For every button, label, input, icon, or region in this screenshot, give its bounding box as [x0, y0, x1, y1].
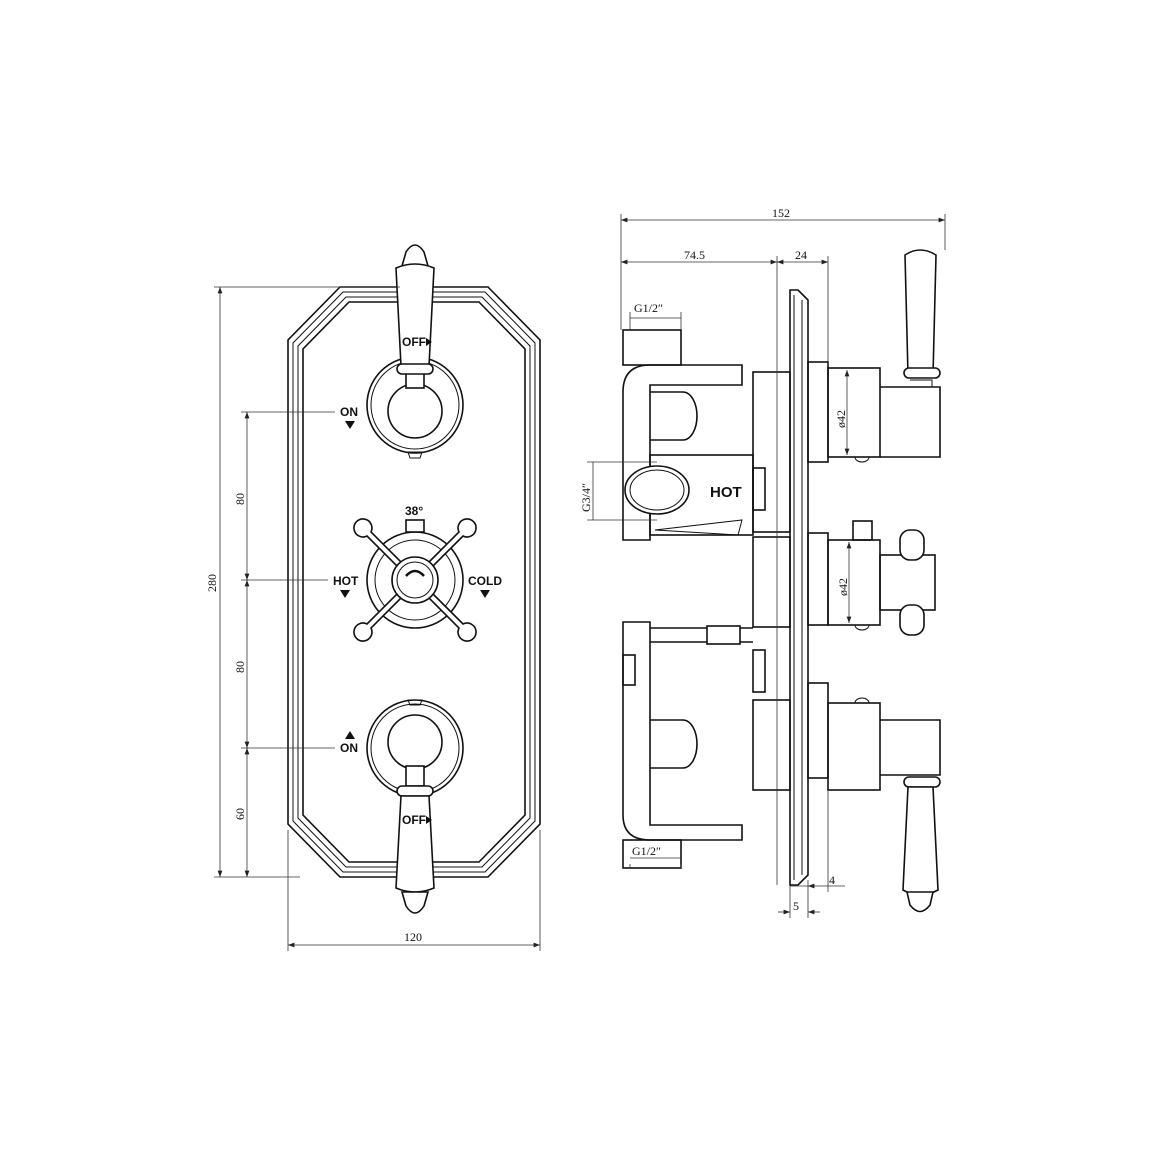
off-label-top: OFF — [402, 335, 426, 349]
arrow-up-icon — [345, 731, 355, 739]
dim-inlet-top: G1/2″ — [634, 301, 663, 315]
dim-width: 120 — [404, 930, 422, 944]
dim-overall-depth: 152 — [772, 206, 790, 220]
front-dimensions — [214, 286, 541, 951]
wall-plate — [789, 289, 809, 886]
top-diverter-lever — [366, 244, 464, 459]
dim-upper: 80 — [233, 493, 247, 505]
hot-label: HOT — [333, 574, 359, 588]
bottom-diverter-lever — [366, 699, 464, 914]
dim-middle: 80 — [233, 661, 247, 673]
faceplate — [287, 286, 541, 878]
on-label-bottom: ON — [340, 741, 358, 755]
dim-collar: 24 — [795, 248, 807, 262]
handles-side — [807, 249, 941, 913]
arrow-down-icon — [345, 421, 355, 429]
dim-body-depth: 74.5 — [684, 248, 705, 262]
side-view: HOT 152 74.5 24 G1/2″ — [579, 206, 946, 918]
dim-height: 280 — [205, 574, 219, 592]
valve-body — [622, 329, 791, 869]
dim-plate: 4 — [829, 873, 835, 887]
dim-diameter-mid: ø42 — [836, 578, 850, 596]
front-view: OFF ON 38° HOT COLD — [205, 244, 541, 951]
arrow-right-icon — [426, 338, 432, 346]
dim-diameter-top: ø42 — [834, 410, 848, 428]
arrow-right-icon — [426, 816, 432, 824]
dim-inlet-side: G3/4″ — [579, 483, 593, 512]
dim-lower: 60 — [233, 808, 247, 820]
dim-gap: 5 — [793, 899, 799, 913]
cold-label: COLD — [468, 574, 502, 588]
dim-outlet-bottom: G1/2″ — [632, 844, 661, 858]
hot-inlet-label: HOT — [710, 484, 742, 501]
on-label-top: ON — [340, 405, 358, 419]
temperature-label: 38° — [405, 504, 423, 518]
off-label-bottom: OFF — [402, 813, 426, 827]
arrow-down-icon — [480, 590, 490, 598]
thermostatic-cross-handle — [353, 518, 477, 642]
side-dimensions — [587, 214, 946, 918]
arrow-down-icon — [340, 590, 350, 598]
